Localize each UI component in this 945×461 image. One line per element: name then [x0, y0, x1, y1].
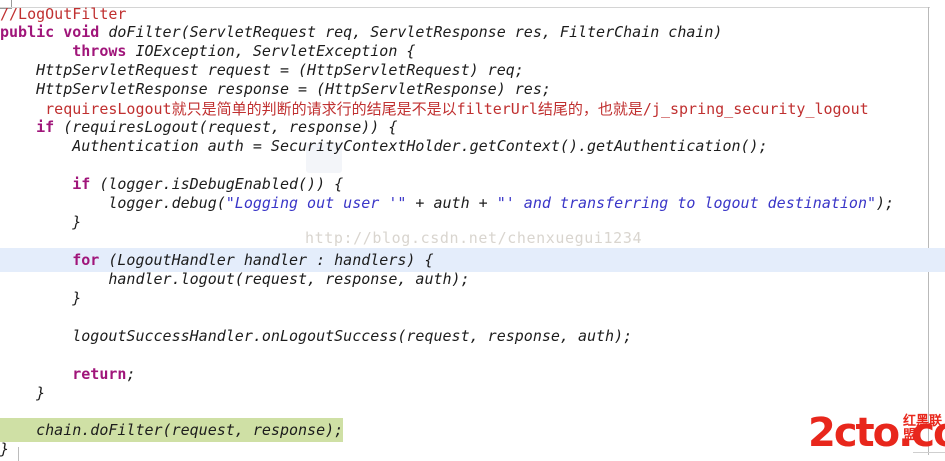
code-line[interactable]: if (requiresLogout(request, response)) { — [0, 115, 945, 139]
code-token-cmt: filterUrl — [456, 100, 538, 118]
code-line-content: throws IOException, ServletException { — [0, 39, 415, 63]
code-line[interactable]: } — [0, 210, 945, 234]
code-line-content: HttpServletRequest request = (HttpServle… — [0, 58, 524, 82]
code-token-kw: throws — [72, 42, 136, 60]
code-line-content: } — [0, 286, 81, 310]
code-line[interactable]: } — [0, 286, 945, 310]
code-token-ident: chain.doFilter(request, response); — [0, 421, 344, 439]
code-token-ident: HttpServletResponse response = (HttpServ… — [0, 80, 551, 98]
window-frame-bottom-border — [913, 452, 945, 453]
code-token-cmt: /j_spring_security_logout — [642, 100, 869, 118]
code-token-kw: return — [72, 365, 127, 383]
code-line-content: for (LogoutHandler handler : handlers) { — [0, 248, 433, 272]
code-token-str: "' and transferring to logout destinatio… — [496, 194, 877, 212]
code-line[interactable]: public void doFilter(ServletRequest req,… — [0, 20, 945, 44]
code-line-content: Authentication auth = SecurityContextHol… — [0, 134, 768, 158]
code-token-cmt-cn: 就只是简单的判断的请求行的结尾是不是以 — [171, 100, 457, 118]
code-token-cmt: //LogOutFilter — [0, 5, 127, 23]
code-token-ident: (logger.isDebugEnabled()) { — [99, 175, 344, 193]
code-token-ident: } — [0, 289, 82, 307]
code-token-kw: if — [36, 118, 64, 136]
code-line[interactable]: requiresLogout就只是简单的判断的请求行的结尾是不是以filterU… — [0, 97, 945, 121]
code-token-ident: (LogoutHandler handler : handlers) { — [108, 251, 434, 269]
code-line[interactable]: Authentication auth = SecurityContextHol… — [0, 134, 945, 158]
code-token-cmt: requiresLogout — [0, 100, 172, 118]
code-token-kw: for — [72, 251, 109, 269]
code-token-str: "Logging out user '" — [225, 194, 407, 212]
code-token-ident: handler.logout(request, response, auth); — [0, 270, 470, 288]
code-line-content: requiresLogout就只是简单的判断的请求行的结尾是不是以filterU… — [0, 97, 869, 121]
code-token-ident: } — [0, 384, 46, 402]
code-line[interactable]: chain.doFilter(request, response); — [0, 418, 945, 442]
window-frame-bottom-stub — [18, 447, 19, 461]
code-token-ident: } — [0, 213, 82, 231]
code-token-ident: ; — [126, 365, 136, 383]
code-token-kw: if — [72, 175, 100, 193]
code-line[interactable]: logger.debug("Logging out user '" + auth… — [0, 191, 945, 215]
code-line-content: public void doFilter(ServletRequest req,… — [0, 20, 722, 44]
code-line-content: if (requiresLogout(request, response)) { — [0, 115, 397, 139]
code-token-ident: logoutSuccessHandler.onLogoutSuccess(req… — [0, 327, 633, 345]
code-line[interactable]: //LogOutFilter — [0, 2, 945, 26]
code-token-ident: IOException, ServletException { — [135, 42, 416, 60]
code-line-content: } — [0, 381, 45, 405]
window-frame-corner — [0, 0, 12, 9]
code-line[interactable]: if (logger.isDebugEnabled()) { — [0, 172, 945, 196]
window-frame-top-border — [0, 7, 930, 8]
code-line-content: if (logger.isDebugEnabled()) { — [0, 172, 343, 196]
code-line[interactable]: } — [0, 437, 945, 461]
code-line[interactable]: logoutSuccessHandler.onLogoutSuccess(req… — [0, 324, 945, 348]
code-line-content: } — [0, 210, 81, 234]
code-line[interactable]: return; — [0, 362, 945, 386]
code-line[interactable]: for (LogoutHandler handler : handlers) { — [0, 248, 945, 272]
code-line-content: chain.doFilter(request, response); — [0, 418, 344, 442]
code-token-ident: } — [0, 440, 10, 458]
code-line-content: logger.debug("Logging out user '" + auth… — [0, 191, 894, 215]
code-line-content: return; — [0, 362, 135, 386]
code-token-ident: (requiresLogout(request, response)) { — [63, 118, 398, 136]
code-line-content: HttpServletResponse response = (HttpServ… — [0, 77, 551, 101]
window-frame-right-border — [928, 7, 929, 455]
code-token-ident: logger.debug( — [0, 194, 226, 212]
code-token-cmt-cn: 结尾的，也就是 — [537, 100, 643, 118]
code-line-content: logoutSuccessHandler.onLogoutSuccess(req… — [0, 324, 632, 348]
code-token-ident: HttpServletRequest request = (HttpServle… — [0, 61, 524, 79]
code-line-content: handler.logout(request, response, auth); — [0, 267, 470, 291]
code-line-content: //LogOutFilter — [0, 2, 126, 26]
code-token-kw: public void — [0, 23, 109, 41]
code-line[interactable]: throws IOException, ServletException { — [0, 39, 945, 63]
code-line[interactable]: handler.logout(request, response, auth); — [0, 267, 945, 291]
code-token-ident: + auth + — [406, 194, 497, 212]
code-line-content: } — [0, 437, 9, 461]
code-line[interactable]: HttpServletResponse response = (HttpServ… — [0, 77, 945, 101]
code-line[interactable]: HttpServletRequest request = (HttpServle… — [0, 58, 945, 82]
code-token-ident: ); — [876, 194, 895, 212]
code-token-ident: Authentication auth = SecurityContextHol… — [0, 137, 768, 155]
code-line[interactable]: } — [0, 381, 945, 405]
code-token-ident: doFilter(ServletRequest req, ServletResp… — [108, 23, 723, 41]
